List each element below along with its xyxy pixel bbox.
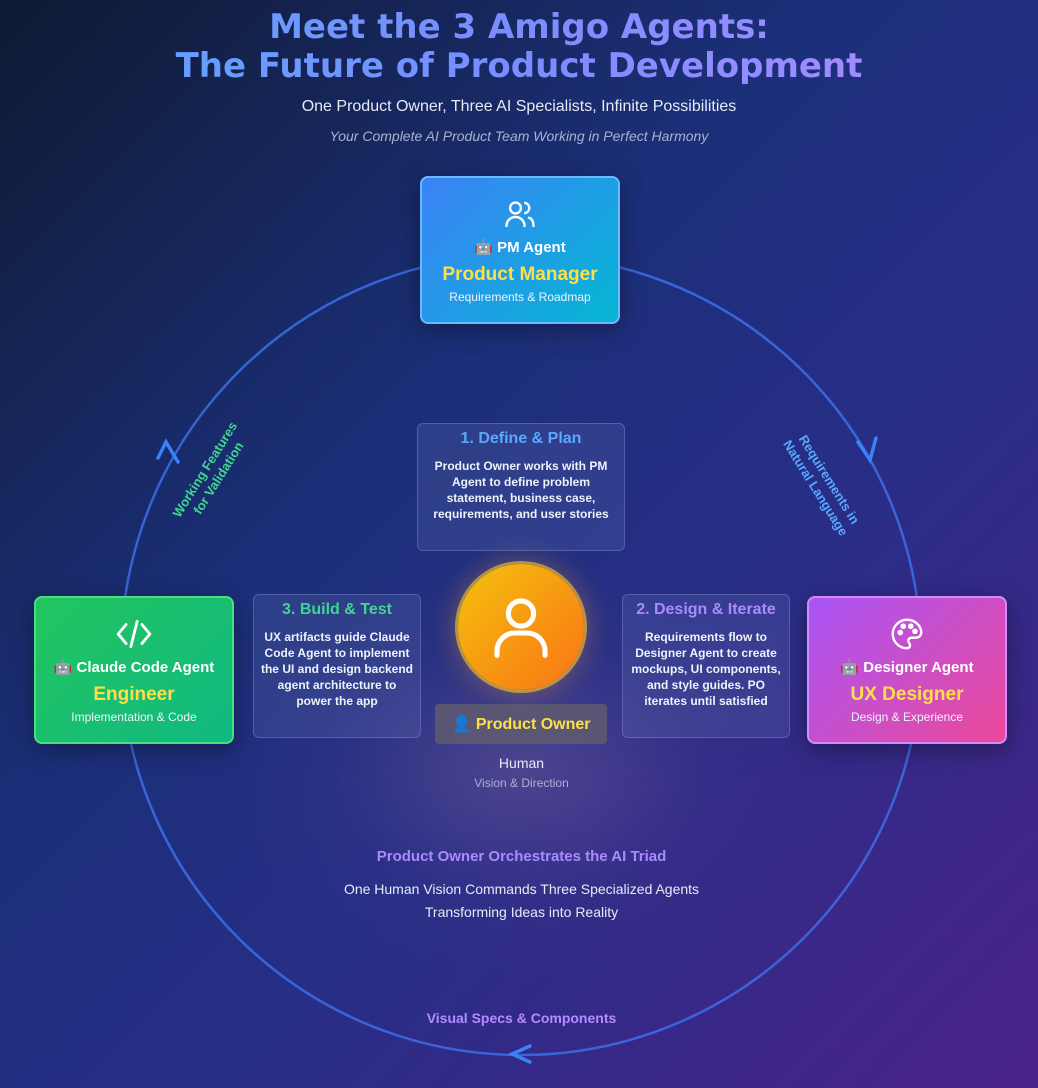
page-title-line2: The Future of Product Development — [0, 47, 1038, 85]
product-owner-badge: 👤 Product Owner — [435, 704, 607, 744]
engineer-agent-role: 🤖 Claude Code Agent — [53, 659, 215, 676]
engineer-agent-description: Implementation & Code — [71, 710, 197, 724]
step-define-plan: 1. Define & Plan Product Owner works wit… — [417, 423, 625, 551]
page-title-line1: Meet the 3 Amigo Agents: — [0, 8, 1038, 46]
person-icon — [494, 598, 548, 659]
pm-agent-title: Product Manager — [442, 264, 598, 285]
designer-agent-role: 🤖 Designer Agent — [840, 659, 974, 676]
orchestration-line1: One Human Vision Commands Three Speciali… — [343, 881, 700, 897]
product-owner-avatar[interactable] — [458, 564, 584, 690]
step-title: 3. Build & Test — [282, 601, 392, 618]
step-body: Requirements flow to Designer Agent to c… — [631, 630, 781, 708]
arrow-bottom-icon — [507, 1044, 532, 1064]
users-icon — [422, 196, 618, 232]
product-owner-role: Vision & Direction — [474, 776, 569, 790]
step-body: UX artifacts guide Claude Code Agent to … — [260, 630, 414, 708]
step-title: 1. Define & Plan — [460, 430, 582, 447]
orchestration-line2: Transforming Ideas into Reality — [424, 904, 619, 920]
flow-label-designer-to-engineer: Visual Specs & Components — [426, 1010, 617, 1026]
palette-icon — [809, 616, 1005, 652]
arrow-left-icon — [156, 438, 180, 464]
orchestration-title: Product Owner Orchestrates the AI Triad — [376, 848, 667, 865]
pm-agent-role: 🤖 PM Agent — [474, 239, 566, 256]
page-tagline: Your Complete AI Product Team Working in… — [329, 128, 709, 144]
product-owner-type: Human — [498, 755, 545, 771]
engineer-agent-card[interactable]: 🤖 Claude Code Agent Engineer Implementat… — [34, 596, 234, 744]
page-subtitle: One Product Owner, Three AI Specialists,… — [301, 98, 737, 115]
step-build-test: 3. Build & Test UX artifacts guide Claud… — [253, 594, 421, 738]
designer-agent-title: UX Designer — [850, 684, 964, 705]
step-body: Product Owner works with PM Agent to def… — [433, 459, 609, 521]
pm-agent-card[interactable]: 🤖 PM Agent Product Manager Requirements … — [420, 176, 620, 324]
step-design-iterate: 2. Design & Iterate Requirements flow to… — [622, 594, 790, 738]
pm-agent-description: Requirements & Roadmap — [449, 290, 591, 304]
step-title: 2. Design & Iterate — [636, 601, 776, 618]
code-icon — [36, 616, 232, 652]
designer-agent-card[interactable]: 🤖 Designer Agent UX Designer Design & Ex… — [807, 596, 1007, 744]
engineer-agent-title: Engineer — [93, 684, 175, 705]
designer-agent-description: Design & Experience — [850, 710, 964, 724]
arrow-right-icon — [856, 436, 878, 465]
